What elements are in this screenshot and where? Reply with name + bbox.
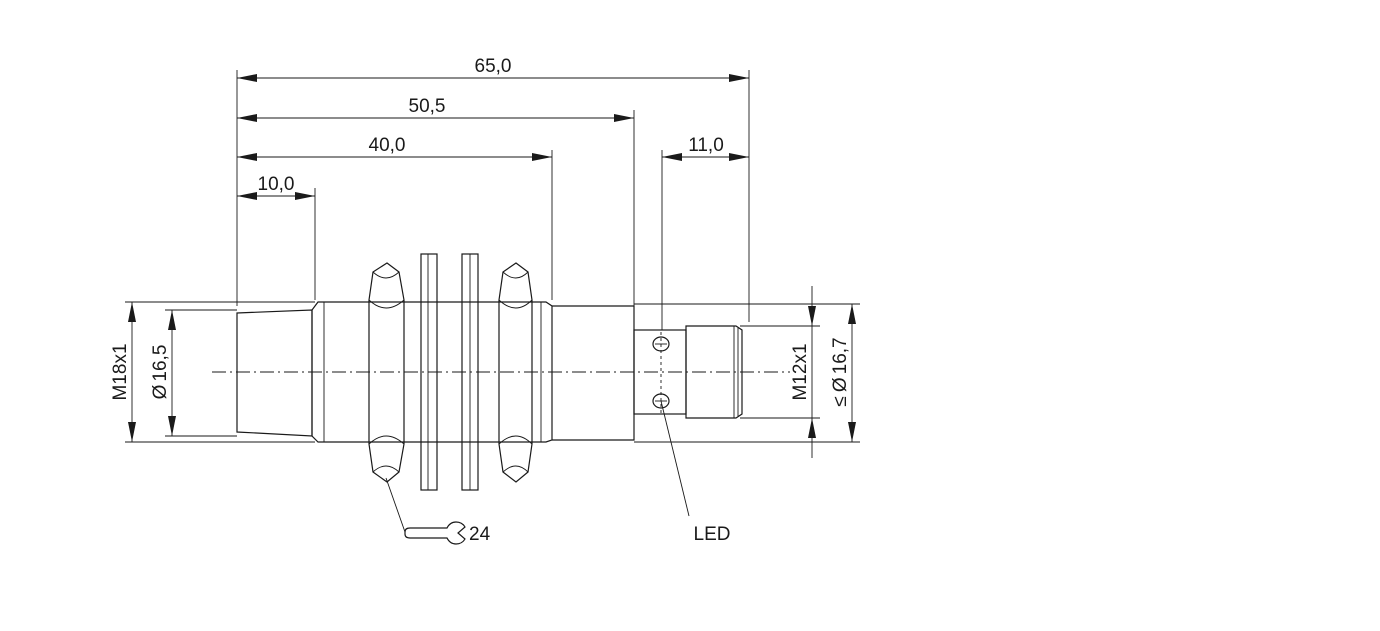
dim-front-length-label: 10,0 — [258, 174, 295, 195]
nut-left — [368, 262, 405, 483]
dim-thread-length: 40,0 — [237, 135, 552, 161]
svg-text:≤Ø16,7: ≤ Ø 16,7 — [830, 337, 851, 406]
dim-connector-length: 11,0 — [662, 135, 749, 161]
svg-text:Ø16,5: Ø 16,5 — [150, 345, 171, 400]
m12-connector — [685, 325, 743, 419]
sensor-body — [236, 301, 743, 443]
rear-housing — [552, 305, 635, 441]
dim-length-to-connector: 50,5 — [237, 96, 634, 122]
dim-thread-connector: M12x1 — [790, 286, 816, 458]
dim-thread-main: M18x1 — [110, 302, 136, 442]
dim-diameter-front: Ø 16,5 — [150, 310, 176, 436]
dim-thread-length-label: 40,0 — [369, 135, 406, 156]
led-label: LED — [694, 524, 731, 545]
dim-overall-length-label: 65,0 — [475, 56, 512, 77]
extension-lines — [125, 70, 860, 443]
thread-main-label: M18x1 — [110, 343, 131, 400]
dim-overall-length: 65,0 — [237, 56, 749, 82]
diameter-max-symbol: Ø — [830, 377, 851, 392]
dim-connector-length-label: 11,0 — [688, 135, 724, 156]
diameter-max-label: 16,7 — [830, 337, 851, 374]
diameter-front-label: 16,5 — [150, 345, 171, 382]
nut-right — [498, 262, 533, 483]
le-symbol: ≤ — [830, 396, 851, 406]
thread-connector-label: M12x1 — [790, 343, 811, 400]
sensing-cap — [236, 309, 313, 437]
dim-front-length: 10,0 — [237, 174, 315, 200]
led-callout: LED — [660, 400, 731, 545]
dim-diameter-max: ≤ Ø 16,7 — [830, 304, 856, 442]
wrench-icon — [404, 521, 466, 545]
diameter-symbol: Ø — [150, 384, 171, 399]
led-indicators — [652, 332, 670, 413]
wrench-callout: 24 — [385, 477, 491, 545]
dim-length-to-connector-label: 50,5 — [409, 96, 446, 117]
wrench-size-label: 24 — [469, 524, 491, 545]
